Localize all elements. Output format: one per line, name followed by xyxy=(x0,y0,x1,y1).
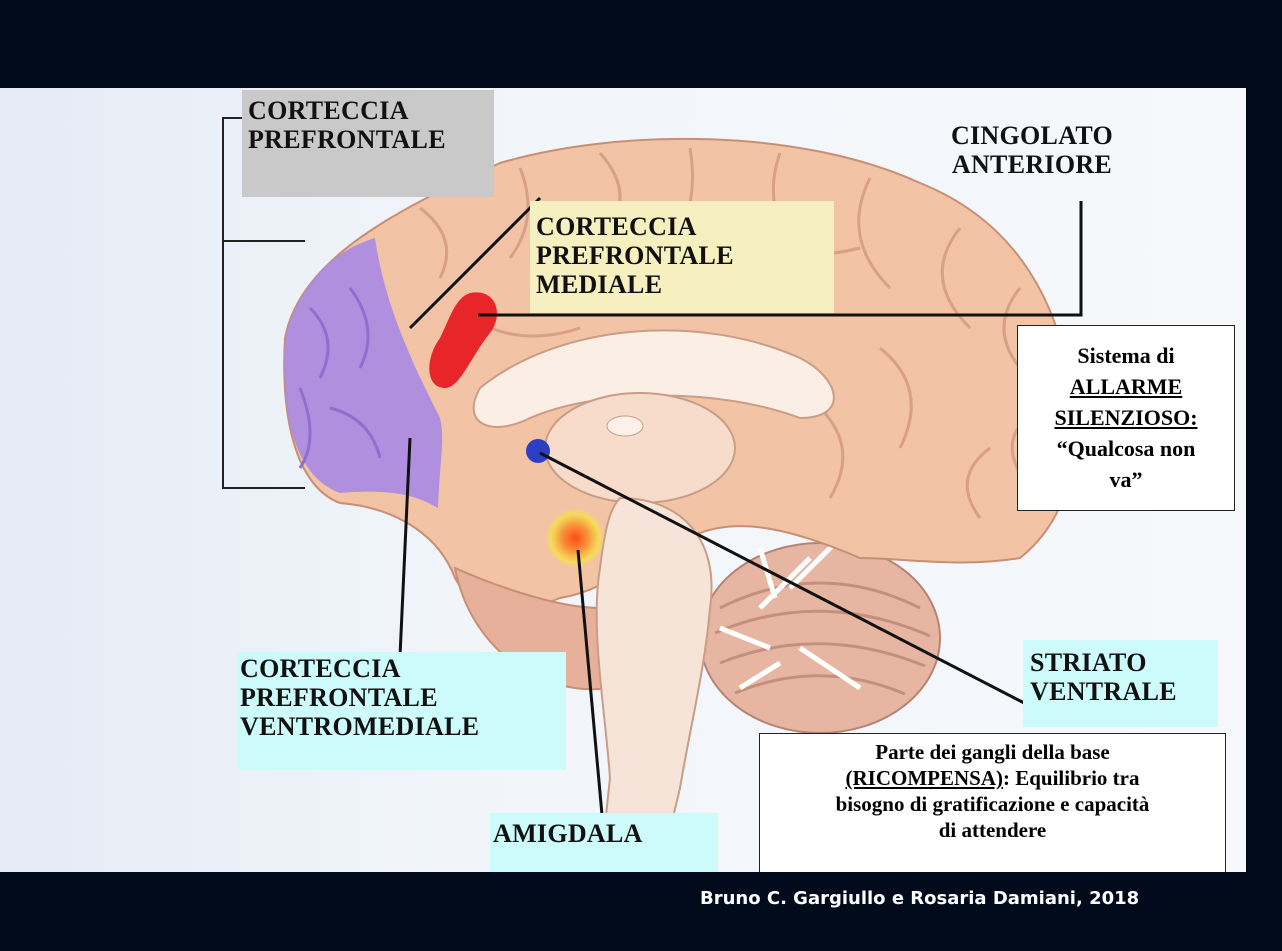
cingulate-label-line2: ANTERIORE xyxy=(932,150,1132,179)
reward-note-line3: bisogno di gratificazione e capacità xyxy=(760,791,1225,817)
medial-label-line3: MEDIALE xyxy=(536,270,734,299)
diagram-panel: CORTECCIA PREFRONTALE CORTECCIA PREFRONT… xyxy=(0,88,1246,872)
striatum-label: STRIATO VENTRALE xyxy=(1030,648,1177,706)
alarm-note-line3-text: SILENZIOSO: xyxy=(1054,405,1197,430)
alarm-note-line4: “Qualcosa non xyxy=(1018,433,1234,464)
prefrontal-label: CORTECCIA PREFRONTALE xyxy=(248,96,446,154)
reward-note-line2b: : Equilibrio tra xyxy=(1003,766,1140,790)
alarm-note-line5: va” xyxy=(1018,464,1234,495)
medial-label-line2: PREFRONTALE xyxy=(536,241,734,270)
thalamus xyxy=(545,393,735,503)
ventromedial-label-line3: VENTROMEDIALE xyxy=(240,712,479,741)
cingulate-label: CINGOLATO ANTERIORE xyxy=(932,121,1132,179)
reward-note-line1: Parte dei gangli della base xyxy=(760,739,1225,765)
ventromedial-label-line2: PREFRONTALE xyxy=(240,683,479,712)
striatum-label-line1: STRIATO xyxy=(1030,648,1177,677)
cingulate-label-line1: CINGOLATO xyxy=(932,121,1132,150)
reward-note-line2a: (RICOMPENSA) xyxy=(845,766,1003,790)
amygdala-label: AMIGDALA xyxy=(493,819,643,848)
amygdala-glow xyxy=(545,508,605,568)
reward-note-line4: di attendere xyxy=(760,817,1225,843)
credit-text: Bruno C. Gargiullo e Rosaria Damiani, 20… xyxy=(700,888,1139,909)
ventromedial-label: CORTECCIA PREFRONTALE VENTROMEDIALE xyxy=(240,654,479,741)
reward-note: Parte dei gangli della base (RICOMPENSA)… xyxy=(759,733,1226,872)
cerebellum xyxy=(700,543,940,733)
alarm-note-line3: SILENZIOSO: xyxy=(1018,402,1234,433)
prefrontal-label-line1: CORTECCIA xyxy=(248,96,446,125)
ventromedial-label-line1: CORTECCIA xyxy=(240,654,479,683)
alarm-note-line2: ALLARME xyxy=(1018,371,1234,402)
striatum-label-line2: VENTRALE xyxy=(1030,677,1177,706)
alarm-note: Sistema di ALLARME SILENZIOSO: “Qualcosa… xyxy=(1017,325,1235,511)
medial-label-line1: CORTECCIA xyxy=(536,212,734,241)
medial-label: CORTECCIA PREFRONTALE MEDIALE xyxy=(536,212,734,299)
alarm-note-line2-text: ALLARME xyxy=(1070,374,1182,399)
prefrontal-label-line2: PREFRONTALE xyxy=(248,125,446,154)
ventral-striatum-dot xyxy=(526,439,550,463)
reward-note-line2: (RICOMPENSA): Equilibrio tra xyxy=(760,765,1225,791)
alarm-note-line1: Sistema di xyxy=(1018,340,1234,371)
